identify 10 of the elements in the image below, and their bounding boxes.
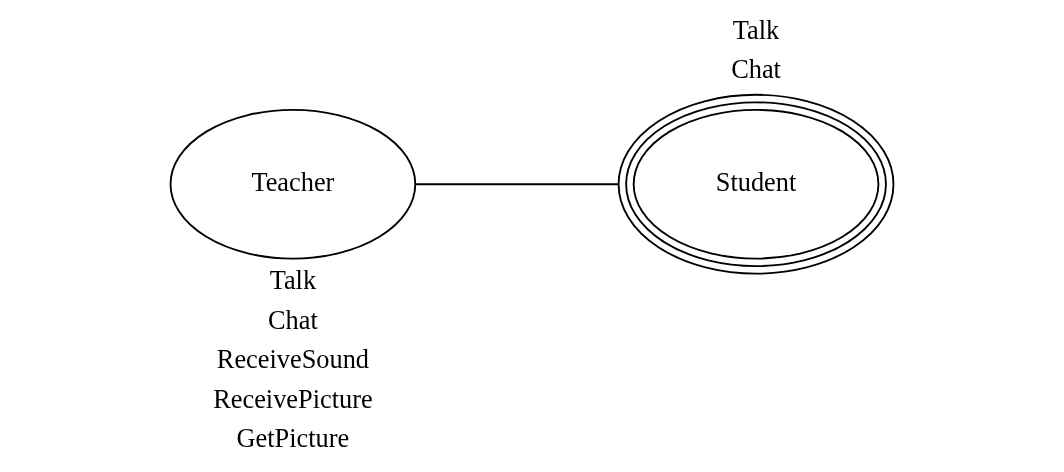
label: Talk (269, 266, 317, 296)
node-ellipse: Teacher (169, 108, 417, 260)
connector (414, 183, 619, 186)
label: ReceivePicture (213, 384, 373, 414)
label: ReceiveSound (216, 345, 369, 375)
label: GetPicture (236, 424, 350, 454)
label: Chat (731, 55, 781, 85)
label: Chat (268, 305, 318, 335)
label: Talk (732, 15, 780, 45)
node-ellipse: Student (617, 93, 895, 275)
